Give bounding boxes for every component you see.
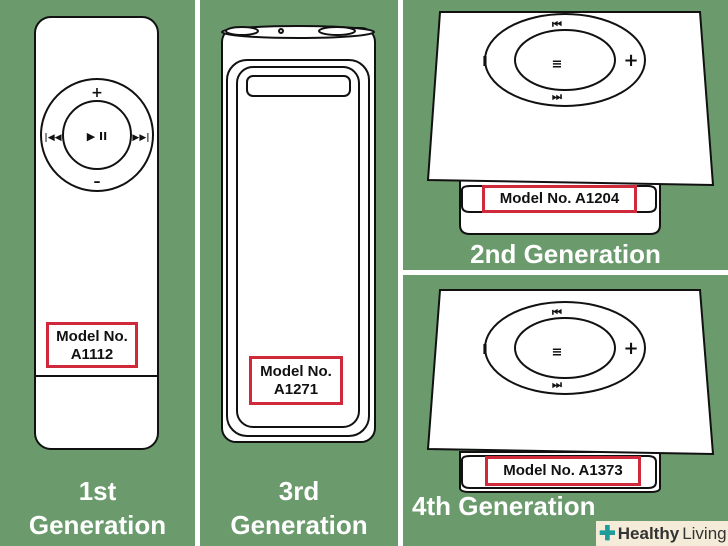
minus-icon: ı xyxy=(482,338,488,359)
caption-2nd-gen: 2nd Generation xyxy=(470,239,661,269)
watermark-brand-light: Living xyxy=(682,523,727,543)
model-label-text: Model No. xyxy=(260,363,332,380)
next-icon: ⏭ xyxy=(552,378,562,391)
model-label-2nd-gen: Model No. A1204 xyxy=(482,185,637,213)
model-label-4th-gen: Model No. A1373 xyxy=(485,456,641,486)
plus-icon: + xyxy=(623,338,638,359)
ipod-shuffle-3rd-gen xyxy=(221,25,376,443)
ipod-shuffle-1st-gen: + – |◀◀ ▶▶| ▶ II xyxy=(34,16,159,450)
healthy-living-logo-icon: ✚ xyxy=(599,523,616,545)
caption-1st-gen: 1st Generation xyxy=(0,474,195,542)
caption-line2: Generation xyxy=(230,510,368,540)
plus-icon: + xyxy=(623,50,638,71)
model-label-1st-gen: Model No. A1112 xyxy=(46,322,138,368)
previous-icon: |◀◀ xyxy=(44,133,61,143)
play-pause-icon: ≡ xyxy=(552,57,563,72)
model-label-text: Model No. xyxy=(56,328,128,345)
divider-1 xyxy=(195,0,200,546)
minus-icon: ı xyxy=(482,50,488,71)
model-number: A1271 xyxy=(273,381,319,398)
previous-icon: ⏮ xyxy=(552,306,562,319)
caption-3rd-gen: 3rd Generation xyxy=(200,474,398,542)
caption-line2: Generation xyxy=(28,510,167,540)
play-pause-icon: ≡ xyxy=(552,345,563,360)
caption-4th-gen: 4th Generation xyxy=(412,491,596,521)
divider-3 xyxy=(398,270,728,275)
watermark-brand-bold: Healthy xyxy=(617,523,680,543)
caption-line1: 3rd xyxy=(278,476,320,506)
watermark: ✚ Healthy Living xyxy=(596,521,728,546)
caption-line1: 1st xyxy=(78,476,117,506)
previous-icon: ⏮ xyxy=(552,18,562,31)
model-number: A1112 xyxy=(70,346,114,363)
next-icon: ▶▶| xyxy=(132,133,149,143)
minus-icon: – xyxy=(94,174,101,190)
model-label-3rd-gen: Model No. A1271 xyxy=(249,356,343,405)
next-icon: ⏭ xyxy=(552,90,562,103)
play-pause-icon: ▶ II xyxy=(87,130,107,143)
plus-icon: + xyxy=(91,85,103,101)
